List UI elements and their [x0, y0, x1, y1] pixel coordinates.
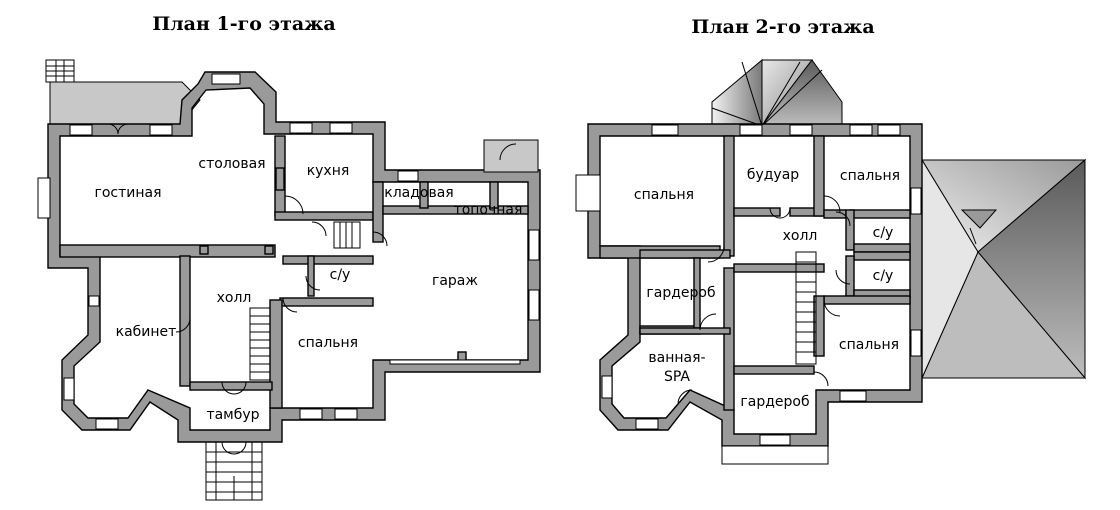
- room-label-spa-line2: SPA: [664, 369, 690, 385]
- room-label-wc-bottom: с/у: [873, 268, 894, 284]
- floor2-stairs: [795, 251, 817, 365]
- boiler-outside-structure: [483, 139, 539, 173]
- terrace-stairs: [45, 59, 75, 83]
- floor1-title: План 1-го этажа: [152, 13, 335, 35]
- floor2-room-labels: спальня будуар спальня с/у холл с/у гард…: [634, 167, 900, 410]
- room-label-living: гостиная: [94, 185, 161, 201]
- room-label-vestibule: тамбур: [206, 407, 259, 423]
- room-label-hall: холл: [783, 228, 818, 244]
- room-label-bedroom-left: спальня: [634, 187, 694, 203]
- floor1-room-labels: гостиная столовая кухня кладовая топочна…: [94, 156, 522, 423]
- floor2-windows: [575, 124, 922, 465]
- floor1-stairs: [205, 221, 361, 501]
- floor2-plan: спальня будуар спальня с/у холл с/у гард…: [575, 58, 1087, 465]
- room-label-boudoir: будуар: [747, 167, 799, 183]
- floor2-doors: [677, 195, 851, 405]
- room-label-bedroom-right-top: спальня: [840, 168, 900, 184]
- garage-roof: [921, 158, 1087, 380]
- room-label-wardrobe-bottom: гардероб: [740, 394, 809, 410]
- floor1-interior-walls: [59, 135, 529, 409]
- room-label-kitchen: кухня: [307, 163, 350, 179]
- room-label-boiler: топочная: [454, 202, 523, 218]
- room-label-dining: столовая: [198, 156, 265, 172]
- room-label-wc: с/у: [330, 267, 351, 283]
- floor2-title: План 2-го этажа: [691, 16, 874, 38]
- floor1-plan: гостиная столовая кухня кладовая топочна…: [37, 59, 541, 501]
- room-label-garage: гараж: [432, 273, 478, 289]
- floor1-outer-walls: [47, 71, 541, 443]
- room-label-spa-line1: ванная-: [648, 350, 705, 366]
- room-label-wc-top: с/у: [873, 225, 894, 241]
- floor1-doors: [107, 123, 517, 455]
- floor1-windows: [37, 73, 540, 430]
- room-label-bedroom-right-bottom: спальня: [839, 337, 899, 353]
- floor2-interior-walls: [599, 135, 911, 411]
- room-label-study: кабинет: [116, 324, 177, 340]
- room-label-pantry: кладовая: [384, 185, 453, 201]
- room-label-hall: холл: [217, 290, 252, 306]
- room-label-bedroom: спальня: [298, 335, 358, 351]
- room-label-wardrobe-left: гардероб: [646, 285, 715, 301]
- turret-roof: [711, 58, 843, 128]
